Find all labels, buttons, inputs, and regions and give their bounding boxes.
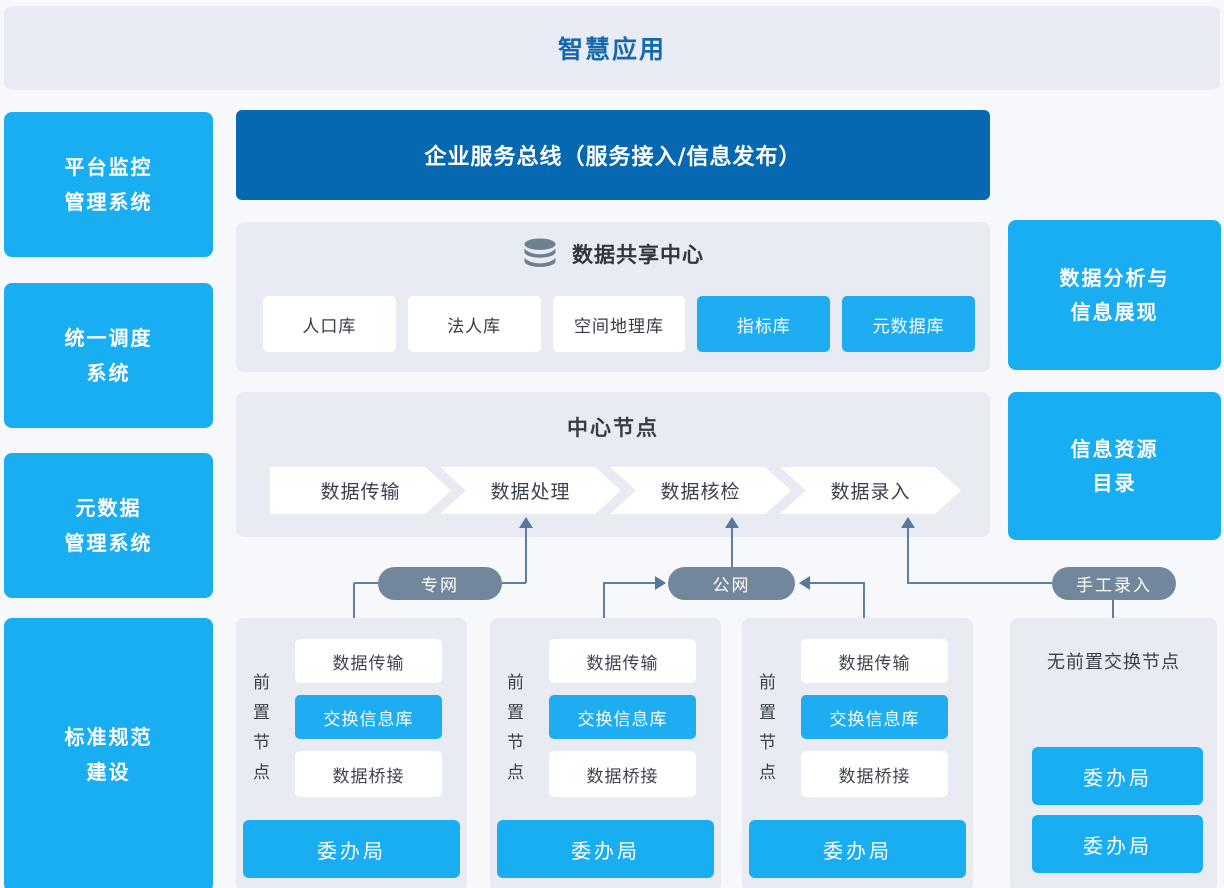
connector-line — [525, 528, 527, 583]
panel-info-resource-catalog: 信息资源 目录 — [1008, 392, 1221, 540]
connector-line — [603, 582, 655, 584]
arrow-right-icon — [655, 576, 666, 590]
sidebar-box-label: 平台监控 — [64, 154, 153, 179]
sidebar-box-label: 管理系统 — [64, 189, 153, 214]
sidebar-box-label: 标准规范 — [64, 725, 153, 749]
arrow-up-icon — [519, 517, 533, 528]
panel-label: 数据分析与 — [1059, 266, 1170, 290]
db-box-legal-entity: 法人库 — [407, 296, 541, 352]
center-node-panel: 中心节点 数据传输 数据处理 数据核检 数据录入 — [236, 392, 990, 537]
data-share-center-title: 数据共享中心 — [572, 243, 704, 267]
database-icon — [522, 238, 558, 270]
flow-step-transfer: 数据传输 — [270, 467, 451, 514]
db-box-population: 人口库 — [263, 296, 396, 352]
arrow-left-icon — [799, 576, 810, 590]
panel-data-analysis: 数据分析与 信息展现 — [1008, 220, 1221, 370]
arrow-up-icon — [725, 517, 739, 528]
module-exchange-db: 交换信息库 — [549, 695, 696, 739]
sidebar-box-label: 建设 — [86, 760, 131, 784]
sidebar-box-label: 统一调度 — [64, 325, 153, 350]
arrow-up-icon — [901, 517, 915, 528]
agency-box: 委办局 — [497, 820, 714, 878]
front-node-label: 前置节点 — [507, 673, 524, 783]
sidebar-box-metadata-mgmt: 元数据 管理系统 — [4, 453, 213, 598]
no-front-node-panel: 无前置交换节点 委办局 委办局 — [1010, 618, 1217, 888]
flow-step-verify: 数据核检 — [610, 467, 791, 514]
agency-box: 委办局 — [1032, 815, 1203, 873]
front-node-label: 前置节点 — [253, 673, 270, 783]
module-data-bridge: 数据桥接 — [295, 751, 442, 797]
db-box-indicator: 指标库 — [697, 296, 831, 352]
sidebar-box-label: 元数据 — [75, 495, 142, 520]
connector-line — [907, 528, 909, 584]
connector-line — [353, 583, 355, 618]
module-data-bridge: 数据桥接 — [549, 751, 696, 797]
db-box-geospatial: 空间地理库 — [552, 296, 686, 352]
front-node-panel-2: 前置节点 数据传输 交换信息库 数据桥接 委办局 — [490, 618, 721, 888]
sidebar-box-label: 系统 — [86, 360, 131, 385]
connector-line — [1112, 600, 1114, 618]
module-data-transfer: 数据传输 — [549, 639, 696, 683]
panel-label: 信息展现 — [1070, 300, 1159, 324]
sidebar-box-platform-monitor: 平台监控 管理系统 — [4, 112, 213, 257]
flow-step-entry: 数据录入 — [780, 467, 961, 514]
sidebar-box-unified-dispatch: 统一调度 系统 — [4, 283, 213, 428]
db-box-metadata: 元数据库 — [842, 296, 975, 352]
module-data-bridge: 数据桥接 — [801, 751, 948, 797]
agency-box: 委办局 — [1032, 747, 1203, 805]
esb-banner: 企业服务总线（服务接入/信息发布） — [236, 110, 990, 200]
agency-box: 委办局 — [243, 820, 460, 878]
connector-line — [603, 583, 605, 618]
no-front-node-title: 无前置交换节点 — [1047, 652, 1180, 673]
panel-label: 信息资源 — [1070, 437, 1159, 461]
smart-apps-banner: 智慧应用 — [4, 6, 1220, 90]
module-exchange-db: 交换信息库 — [295, 695, 442, 739]
database-row: 人口库 法人库 空间地理库 指标库 元数据库 — [263, 296, 975, 352]
smart-apps-title: 智慧应用 — [557, 35, 666, 64]
data-share-center-header: 数据共享中心 — [236, 238, 990, 270]
connector-line — [731, 528, 733, 567]
module-data-transfer: 数据传输 — [801, 639, 948, 683]
panel-label: 目录 — [1092, 471, 1137, 495]
module-data-transfer: 数据传输 — [295, 639, 442, 683]
connector-line — [502, 582, 526, 584]
front-node-panel-1: 前置节点 数据传输 交换信息库 数据桥接 委办局 — [236, 618, 467, 888]
sidebar-box-standards: 标准规范 建设 — [4, 618, 213, 888]
connector-line — [354, 582, 380, 584]
module-exchange-db: 交换信息库 — [801, 695, 948, 739]
pill-manual-entry: 手工录入 — [1052, 567, 1176, 600]
center-node-title: 中心节点 — [567, 416, 659, 440]
sidebar-box-label: 管理系统 — [64, 530, 153, 555]
data-share-center-panel: 数据共享中心 人口库 法人库 空间地理库 指标库 元数据库 — [236, 222, 990, 372]
front-node-label: 前置节点 — [759, 673, 776, 783]
connector-line — [810, 582, 865, 584]
esb-label: 企业服务总线（服务接入/信息发布） — [424, 145, 802, 170]
connector-line — [863, 583, 865, 618]
data-flow-steps: 数据传输 数据处理 数据核检 数据录入 — [270, 467, 961, 514]
flow-step-process: 数据处理 — [440, 467, 621, 514]
agency-box: 委办局 — [749, 820, 966, 878]
pill-public-network: 公网 — [668, 567, 795, 600]
pill-private-network: 专网 — [378, 567, 502, 600]
front-node-panel-3: 前置节点 数据传输 交换信息库 数据桥接 委办局 — [742, 618, 973, 888]
connector-line — [908, 582, 1052, 584]
